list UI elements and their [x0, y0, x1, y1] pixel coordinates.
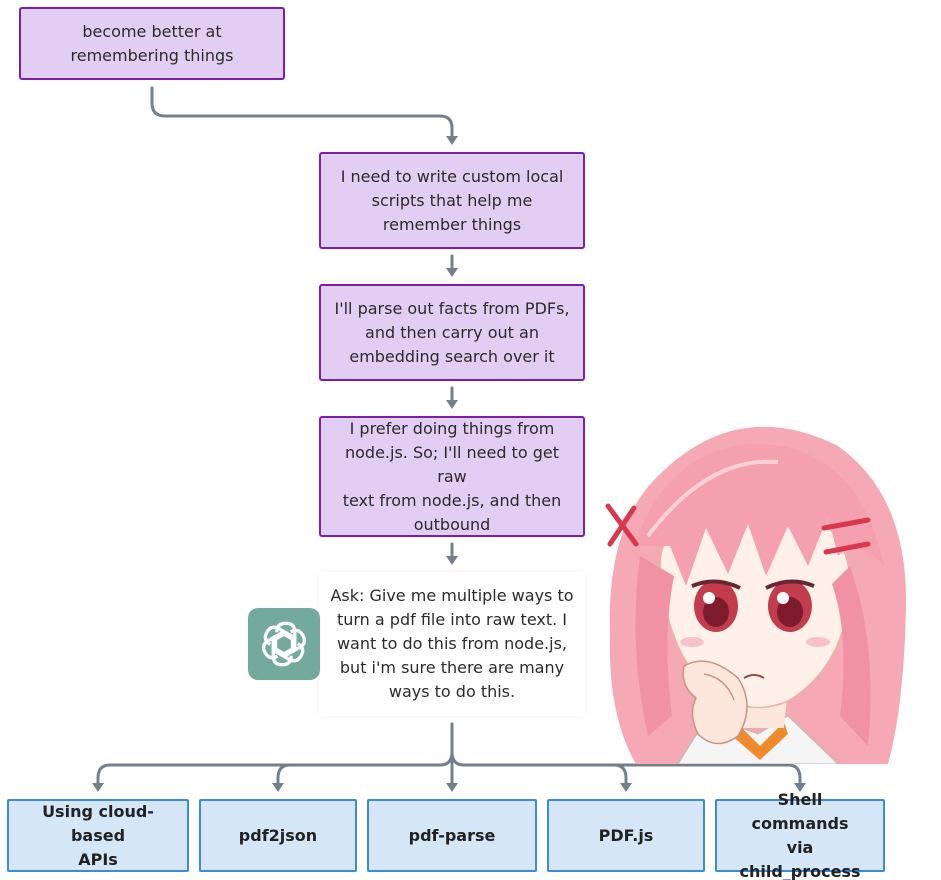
- arrowhead-scripts: [446, 136, 458, 145]
- node-ask-prompt: Ask: Give me multiple ways to turn a pdf…: [319, 572, 585, 716]
- connector-ask-to-pdf2json: [276, 763, 292, 786]
- option-pdf-parse: pdf-parse: [367, 799, 537, 872]
- option-pdf2json: pdf2json: [199, 799, 357, 872]
- arrowhead-pdfparse: [446, 783, 458, 792]
- chatgpt-logo-icon: [248, 608, 320, 680]
- connector-goal-to-scripts: [150, 86, 454, 140]
- arrowhead-nodejs: [446, 400, 458, 409]
- option-shell-commands: Shell commands via child_process: [715, 790, 885, 880]
- node-custom-scripts: I need to write custom local scripts tha…: [319, 152, 585, 249]
- arrowhead-shell: [794, 783, 806, 792]
- node-goal: become better at remembering things: [19, 7, 285, 80]
- arrowhead-pdf2json: [272, 783, 284, 792]
- option-cloud-apis: Using cloud-based APIs: [7, 799, 189, 872]
- openai-knot-icon: [261, 621, 307, 667]
- connector-ask-to-shell: [612, 763, 802, 786]
- option-pdfjs: PDF.js: [547, 799, 705, 872]
- node-nodejs-preference: I prefer doing things from node.js. So; …: [319, 416, 585, 537]
- arrowhead-parse: [446, 268, 458, 277]
- arrowhead-cloud: [92, 783, 104, 792]
- arrowhead-pdfjs: [620, 783, 632, 792]
- anime-girl-thinking-illustration: [605, 426, 907, 764]
- arrowhead-ask: [446, 556, 458, 565]
- connector-ask-to-cloud: [96, 750, 454, 786]
- node-parse-pdfs: I'll parse out facts from PDFs, and then…: [319, 284, 585, 381]
